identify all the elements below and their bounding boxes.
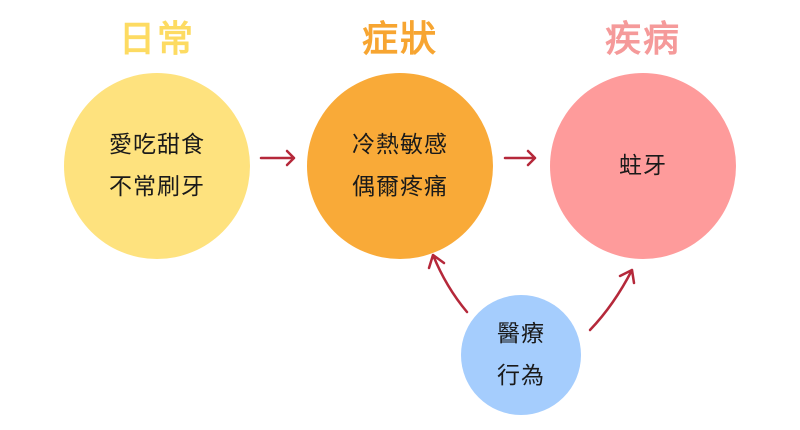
circle-treatment-line-2: 行為	[497, 363, 545, 389]
circle-daily: 愛吃甜食 不常刷牙	[64, 73, 250, 259]
arrow-daily-to-symptom	[259, 149, 296, 167]
heading-disease: 疾病	[604, 19, 681, 60]
arrow-treatment-to-symptom	[427, 253, 469, 314]
heading-symptom: 症狀	[361, 19, 438, 60]
circle-symptom: 冷熱敏感 偶爾疼痛	[307, 73, 493, 259]
arrow-treatment-to-disease	[588, 268, 636, 332]
circle-treatment-line-1: 醫療	[497, 321, 545, 347]
circle-disease: 蛀牙	[550, 73, 736, 259]
circle-daily-line-2: 不常刷牙	[109, 174, 205, 200]
circle-symptom-line-2: 偶爾疼痛	[352, 174, 448, 200]
heading-daily: 日常	[118, 19, 195, 60]
circle-disease-line-1: 蛀牙	[619, 153, 667, 179]
arrow-symptom-to-disease	[503, 149, 537, 167]
circle-daily-line-1: 愛吃甜食	[109, 132, 205, 158]
circle-treatment: 醫療 行為	[461, 295, 581, 415]
circle-symptom-line-1: 冷熱敏感	[352, 132, 448, 158]
